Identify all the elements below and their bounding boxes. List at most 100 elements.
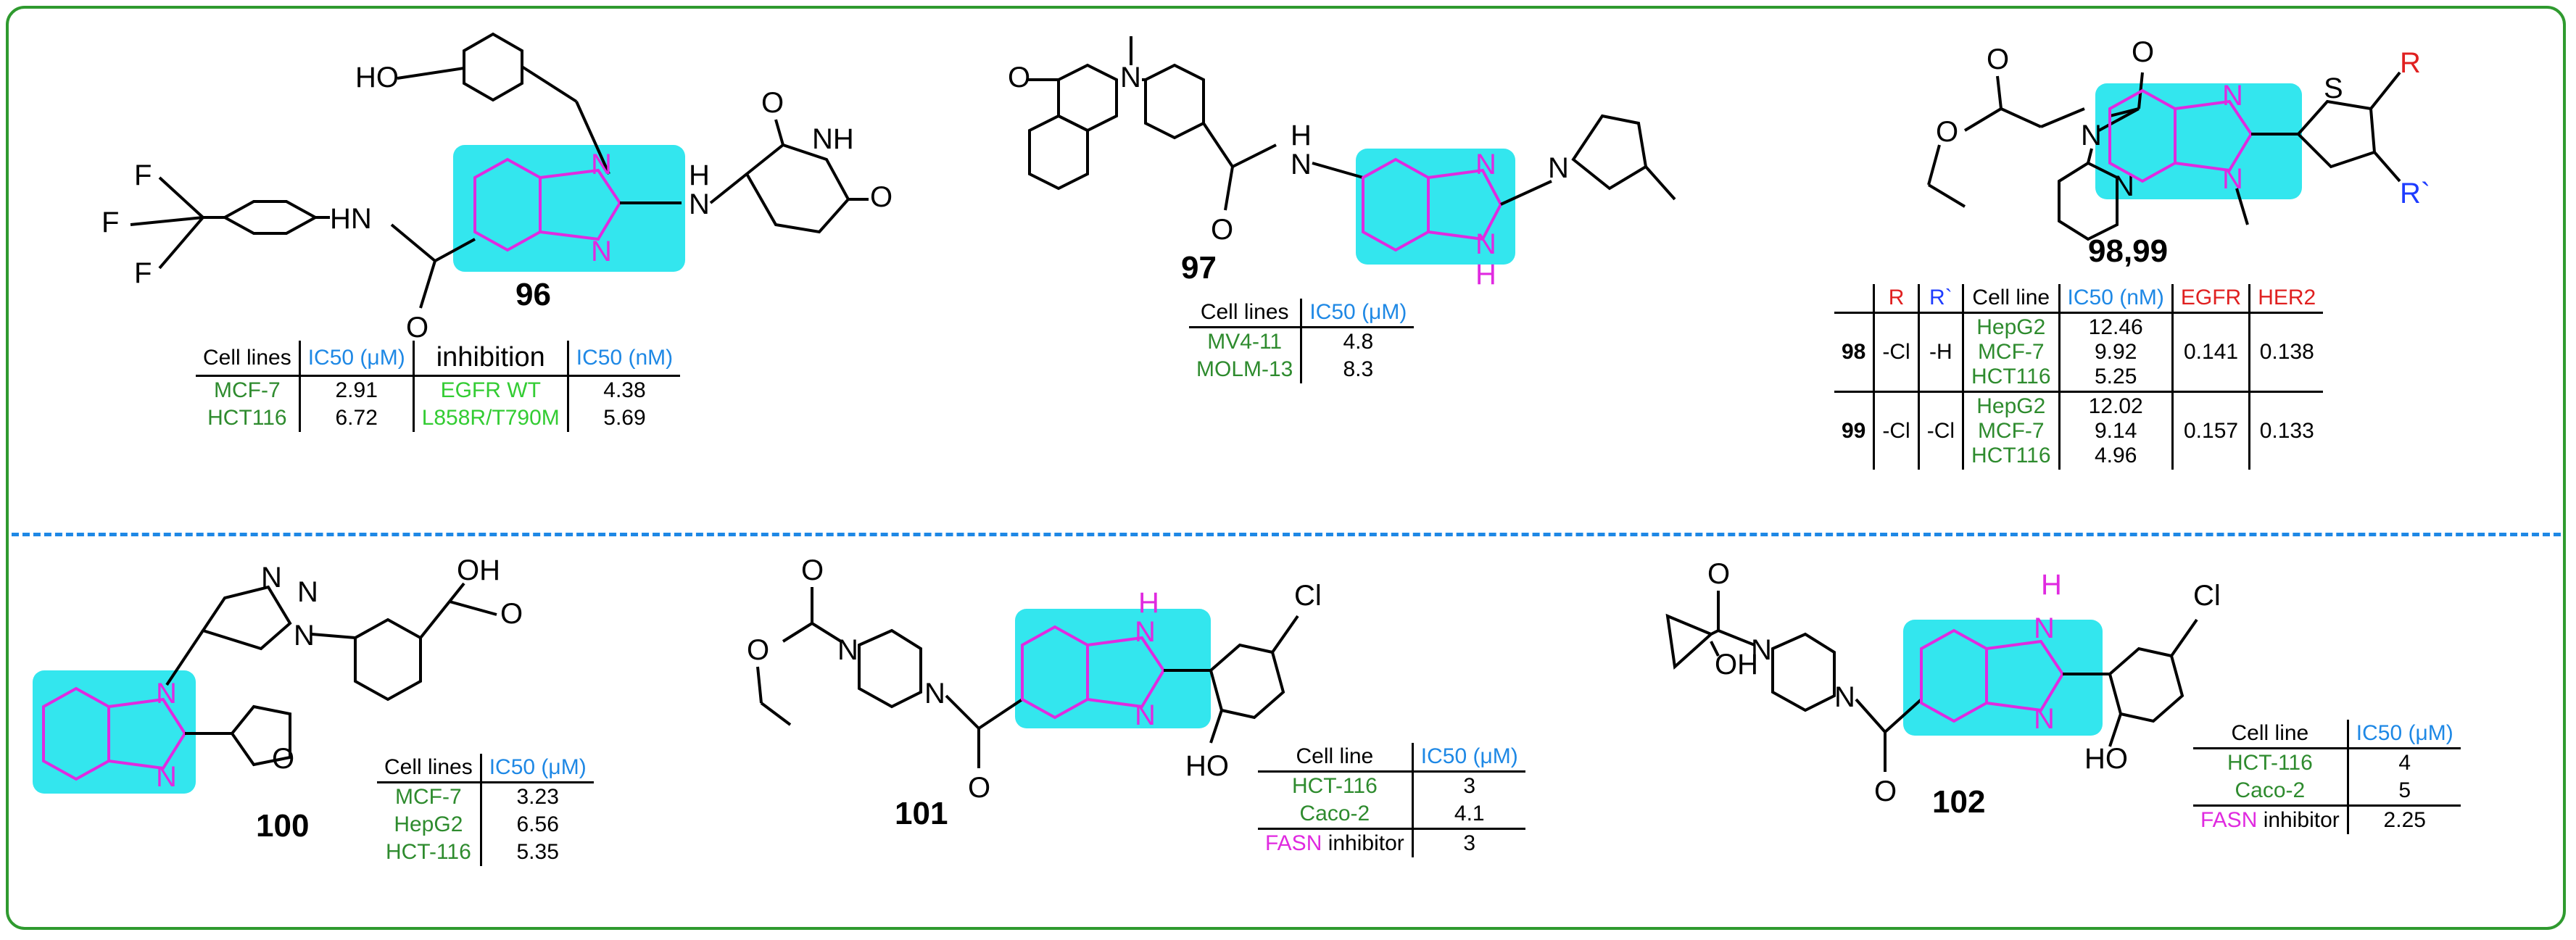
cell-line: MCF-7 [1977,340,2045,364]
header-cell-line: Cell line [1963,284,2061,313]
svg-text:N: N [1475,149,1496,180]
svg-text:N: N [1135,699,1156,731]
svg-text:N: N [1475,228,1496,260]
svg-text:O: O [801,554,824,586]
compound-label-98-99: 98,99 [2088,233,2169,269]
table-cell: HCT-116 [2193,748,2349,777]
svg-text:O: O [1707,558,1730,590]
svg-text:O: O [1987,43,2009,75]
table-cell: HCT116 [196,404,301,432]
svg-text:OH: OH [1715,649,1758,681]
svg-text:N: N [2034,703,2055,735]
cell-line: HCT116 [1971,365,2051,388]
svg-text:H: H [1138,587,1159,619]
structure-97: O N O H N N N H N [1008,36,1676,291]
svg-text:R: R [2400,47,2421,79]
table-cell: MOLM-13 [1189,356,1303,383]
figure-frame [6,6,2566,930]
svg-text:R`: R` [2400,178,2430,209]
svg-text:O: O [1008,62,1030,93]
table-cell: HepG2 MCF-7 HCT116 [1963,391,2061,470]
table-cell: 4 [2398,751,2411,775]
table-cell: -Cl [1918,391,1965,470]
table-cell: MCF-7 [196,375,301,404]
svg-text:N: N [591,236,612,267]
table-cell: MV4-11 [1189,327,1303,356]
svg-text:N: N [2081,120,2102,151]
svg-text:N: N [591,149,612,180]
table-cell: Caco-2 [2193,777,2349,806]
svg-text:N: N [837,634,858,666]
ic50-value: 9.14 [2095,419,2137,443]
cell-line: HCT116 [1971,444,2051,467]
structure-102: O OH N N O H N N Cl HO [1665,558,2221,807]
table-cell: 0.138 [2259,340,2314,364]
header-r-prime: R` [1918,284,1965,313]
table-cell: 5.69 [603,406,646,430]
svg-text:O: O [1874,775,1897,807]
svg-text:H: H [2041,569,2062,601]
svg-text:N: N [924,678,945,710]
table-cell: 0.141 [2172,312,2251,392]
header-cell-lines: Cell lines [196,341,301,376]
svg-text:S: S [2324,72,2343,104]
table-cell: -H [1918,312,1965,392]
table-cell: HepG2 MCF-7 HCT116 [1963,312,2061,392]
svg-text:O: O [272,743,294,775]
svg-text:O: O [1211,214,1233,246]
svg-text:N: N [297,576,318,608]
row-id-99: 99 [1834,391,1876,470]
svg-text:O: O [761,87,784,119]
table-98-99: R R` Cell line IC50 (nM) EGFR HER2 98 -C… [1834,284,2324,470]
svg-text:F: F [102,207,119,238]
inhibitor-label: inhibitor [2257,808,2340,832]
table-cell: 2.25 [2383,808,2426,832]
table-cell: 12.02 9.14 4.96 [2059,391,2174,470]
table-96: Cell lines IC50 (μM) inhibition IC50 (nM… [196,341,681,432]
header-ic50-um: IC50 (μM) [2356,721,2453,745]
header-ic50-nm: IC50 (nM) [2059,284,2174,313]
svg-text:O: O [968,772,990,804]
structure-96: HO F F F HN O N N N H O NH O [102,32,893,344]
ic50-value: 9.92 [2095,340,2137,364]
ic50-value: 12.02 [2088,394,2143,418]
fasn-label: FASN [2200,808,2258,832]
svg-text:Cl: Cl [2193,580,2221,612]
svg-text:N: N [261,562,282,594]
header-cell-lines: Cell lines [377,754,482,783]
table-cell: 4.1 [1454,802,1485,825]
svg-text:F: F [134,159,152,191]
svg-text:N: N [1834,681,1855,713]
header-r: R [1873,284,1920,313]
compound-label-102: 102 [1932,784,1986,820]
table-cell: -Cl [1873,391,1920,470]
table-cell: L858R/T790M [413,404,569,432]
svg-text:O: O [870,181,893,213]
table-cell: 0.133 [2259,419,2314,443]
svg-text:H: H [1475,259,1496,291]
table-cell: 6.72 [299,404,415,432]
structure-100: N N O N N N OH O [33,554,523,794]
svg-text:N: N [2222,163,2243,195]
table-cell: Caco-2 [1258,800,1414,829]
table-cell: 0.157 [2172,391,2251,470]
table-cell: 4.38 [603,378,646,402]
svg-text:Cl: Cl [1294,580,1322,612]
table-cell: 6.56 [516,812,559,836]
svg-text:N: N [689,188,710,220]
header-ic50-um: IC50 (μM) [1420,744,1518,768]
structure-98-99: O O N O N N N S R R` [1927,36,2430,241]
header-empty [1834,284,1876,313]
table-cell: HepG2 [377,811,482,839]
header-her2: HER2 [2258,286,2316,309]
compound-label-100: 100 [256,808,310,844]
svg-text:O: O [406,312,428,344]
svg-text:N: N [1291,149,1312,180]
svg-text:N: N [1120,62,1141,93]
header-inhibition: inhibition [413,341,569,376]
cell-line: MCF-7 [1977,419,2045,443]
svg-text:O: O [1936,116,1958,148]
header-ic50-um: IC50 (μM) [489,755,587,779]
svg-text:O: O [747,634,769,666]
